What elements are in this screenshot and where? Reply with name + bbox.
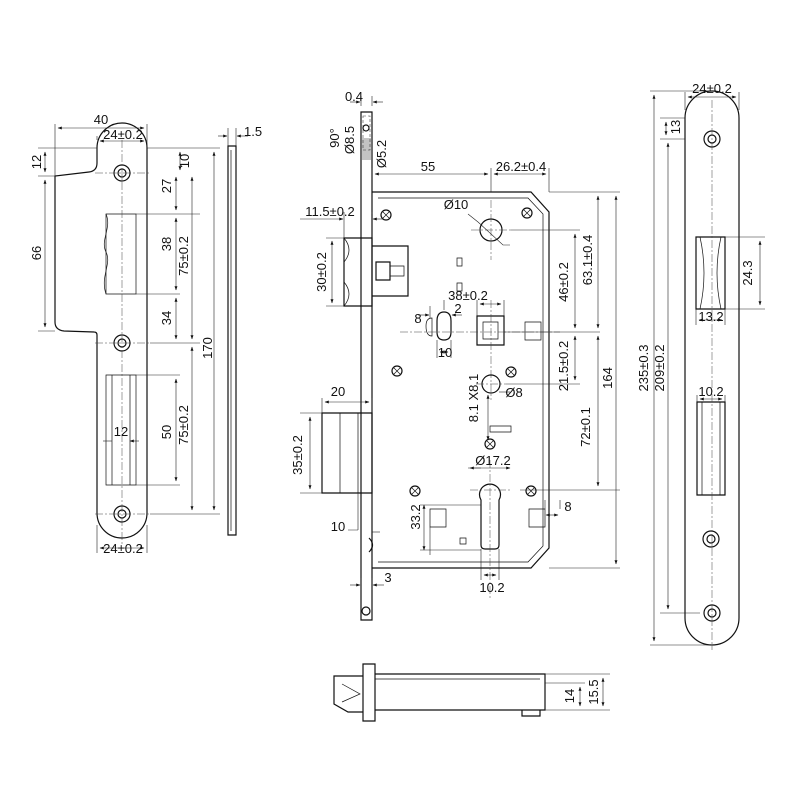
lock-bottom-view: 14 15.5 <box>333 663 610 722</box>
dim-8-right: 8 <box>564 499 571 514</box>
dim-angle-90: 90° <box>327 128 342 148</box>
dim-hole-5-2: Ø5.2 <box>374 140 389 168</box>
dim-face-235: 235±0.3 <box>636 345 651 392</box>
dim-strike-75-top: 75±0.2 <box>176 236 191 276</box>
dim-strike-50: 50 <box>159 425 174 439</box>
dim-bottom-14: 14 <box>562 689 577 703</box>
lock-body: 0.4 90° Ø8.5 Ø5.2 55 26.2±0.4 11.5±0.2 Ø… <box>290 89 620 621</box>
dim-72: 72±0.1 <box>578 407 593 447</box>
dim-strike-66: 66 <box>29 246 44 260</box>
strike-plate: 40 24±0.2 12 66 10 27 38 75±0.2 34 170 1… <box>29 112 220 556</box>
dim-face-13: 13 <box>668 120 683 134</box>
dim-latch-30: 30±0.2 <box>314 252 329 292</box>
latch-bolt <box>343 237 409 307</box>
dim-strike-40: 40 <box>94 112 108 127</box>
dim-strike-27: 27 <box>159 179 174 193</box>
dim-bolt-35: 35±0.2 <box>290 435 305 475</box>
dim-face-10-2: 10.2 <box>698 384 723 399</box>
dim-strike-12-inner: 12 <box>114 424 128 439</box>
dim-2: 2 <box>454 301 461 316</box>
dim-strike-24-bottom: 24±0.2 <box>103 541 143 556</box>
dim-strike-38: 38 <box>159 237 174 251</box>
follower <box>476 315 505 346</box>
dim-face-209: 209±0.2 <box>652 345 667 392</box>
dim-11-5: 11.5±0.2 <box>305 204 355 219</box>
strike-plate-side-view: 1.5 <box>218 124 262 536</box>
dim-46: 46±0.2 <box>556 262 571 302</box>
dim-63-1: 63.1±0.4 <box>580 235 595 286</box>
dead-bolt <box>321 412 373 494</box>
dim-face-13-2: 13.2 <box>698 309 723 324</box>
dim-26-2: 26.2±0.4 <box>496 159 547 174</box>
dim-strike-24-top: 24±0.2 <box>103 127 143 142</box>
dim-38: 38±0.2 <box>448 288 488 303</box>
dim-strike-170: 170 <box>200 337 215 359</box>
strike-upper-opening <box>103 213 137 295</box>
dim-164: 164 <box>600 367 615 389</box>
faceplate: 24±0.2 13 24.3 13.2 235±0.3 209±0.2 10.2 <box>636 81 765 650</box>
case-rivets <box>380 207 537 497</box>
dim-bolt-20: 20 <box>331 384 345 399</box>
dim-bolt-10: 10 <box>331 519 345 534</box>
dim-10-follower: 10 <box>438 345 452 360</box>
dim-backset-55: 55 <box>421 159 435 174</box>
dim-3: 3 <box>384 570 391 585</box>
dim-strike-10: 10 <box>177 154 192 168</box>
dim-strike-34: 34 <box>159 311 174 325</box>
dim-strike-12: 12 <box>29 155 44 169</box>
dim-bottom-15-5: 15.5 <box>586 679 601 704</box>
dim-hole-8-5: Ø8.5 <box>342 126 357 154</box>
dim-offset-0-4: 0.4 <box>345 89 363 104</box>
faceplate-bolt-opening <box>696 401 726 496</box>
dim-thickness-1-5: 1.5 <box>244 124 262 139</box>
faceplate-screw-mid <box>702 530 720 548</box>
dim-hole-8: Ø8 <box>505 385 522 400</box>
dim-hole-10: Ø10 <box>444 197 469 212</box>
dim-follower-8x8-1: 8.1 X8.1 <box>466 374 481 422</box>
dim-8-left: 8 <box>414 311 421 326</box>
dim-21-5: 21.5±0.2 <box>556 341 571 392</box>
dim-cyl-10-2: 10.2 <box>479 580 504 595</box>
dim-cyl-33-2: 33.2 <box>408 504 423 529</box>
dim-strike-75-bottom: 75±0.2 <box>176 405 191 445</box>
cylinder-profile <box>470 460 512 600</box>
dim-face-24-3: 24.3 <box>740 260 755 285</box>
dim-cyl-17-2: Ø17.2 <box>475 453 510 468</box>
faceplate-latch-opening <box>695 236 726 310</box>
dim-face-24: 24±0.2 <box>692 81 732 96</box>
